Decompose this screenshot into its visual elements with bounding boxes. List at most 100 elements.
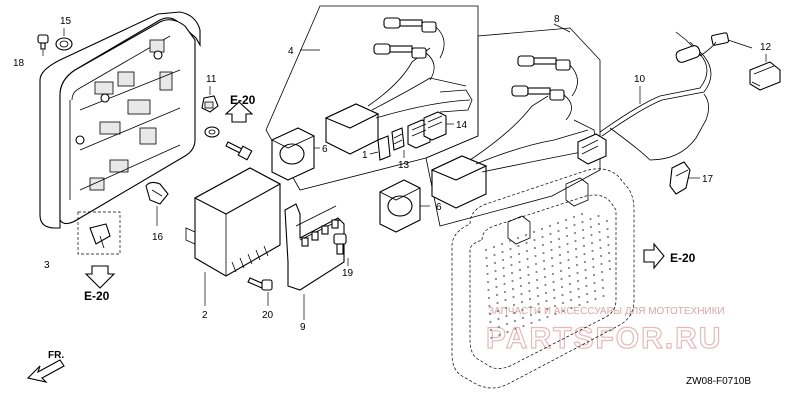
grille-dot [575,255,578,259]
grille-dot [505,314,508,318]
grille-dot [537,310,541,314]
grille-dot [601,286,605,290]
grille-dot [592,273,596,277]
grille-dot [520,292,523,296]
grille-dot [527,273,530,277]
bolt-19-part [333,233,347,255]
callout-12: 12 [760,42,772,53]
grille-dot [512,303,516,307]
washer-part [204,126,220,138]
diagram-code: ZW08-F0710B [686,376,751,387]
grille-dot [513,319,517,323]
grille-dot [590,233,593,237]
grille-dot [600,262,603,266]
grille-dot [549,232,552,236]
grille-dot [486,272,489,276]
grille-dot [504,298,507,302]
grille-dot [590,241,594,245]
grille-dot [592,265,595,269]
grille-dot [576,271,579,275]
grille-dot [593,289,597,293]
callout-18: 18 [13,58,25,69]
grommet-15-part [55,37,73,51]
grille-dot [581,228,585,232]
grille-dot [566,250,570,254]
grille-dot [583,260,587,264]
grille-dot [536,294,540,298]
grille-dot [535,278,539,282]
grille-dot [554,312,557,316]
grille-dot [537,302,540,306]
grille-dot [495,293,499,297]
grille-dot [606,235,610,239]
grille-dot [511,279,514,283]
e20-arrow-right [643,242,665,270]
callout-8: 8 [554,14,560,25]
grille-dot [518,268,522,272]
grille-dot [564,218,568,222]
grille-dot [551,264,554,268]
harness-10-part [577,31,753,165]
grille-dot [528,289,531,293]
bracket-9-part [284,203,345,291]
grille-dot [561,293,564,297]
grille-dot [584,268,587,272]
clamp-17-part [669,161,691,195]
grille-dot [522,324,525,328]
grille-dot [502,274,506,278]
grille-dot [503,290,507,294]
grille-dot [500,242,504,246]
grille-dot [546,315,549,319]
grille-dot [589,217,592,221]
grille-dot [534,254,537,258]
grille-dot [492,245,496,249]
grille-dot [486,280,490,284]
grille-dot [574,239,577,243]
watermark-tagline: ЗАПЧАСТИ И АКСЕССУАРЫ ДЛЯ МОТОТЕХНИКИ [488,306,725,317]
grille-dot [494,277,498,281]
grille-dot [527,281,531,285]
grille-dot [541,235,544,239]
grille-dot [594,297,597,301]
grille-dot [591,249,594,253]
grille-dot [550,256,554,260]
grille-dot [497,325,501,329]
connector-part [699,32,753,57]
grille-dot [545,307,549,311]
grille-dot [530,321,533,325]
grille-dot [552,280,555,284]
grille-dot [573,231,577,235]
grille-dot [489,328,493,332]
grille-dot [485,264,489,268]
grille-dot [557,229,560,233]
e20-arrow-left [84,265,116,289]
grille-dot [584,276,588,280]
callout-13: 13 [398,160,410,171]
front-label: FR. [48,350,64,361]
callout-labels: 18 15 11 3 16 2 20 9 19 4 6 1 13 14 6 8 … [13,14,772,333]
grille-dot [513,311,516,315]
grille-dot [517,244,520,248]
grille-dot [526,257,529,261]
grille-dot [511,287,515,291]
grille-dot [586,300,589,304]
grille-dot [566,242,569,246]
grille-dot [560,285,564,289]
grille-dot [493,261,497,265]
grille-dot [498,333,501,337]
callout-4: 4 [288,46,294,57]
bolt-part [225,141,253,161]
grille-dot [572,215,576,219]
grille-dot [488,312,492,316]
grille-dot [599,254,603,258]
air-cleaner-cover-dashed [451,168,635,389]
coil-assembly-4-group [265,5,479,191]
grille-dot [574,247,578,251]
grille-dot [519,284,523,288]
grille-dot [558,253,562,257]
connector-part [577,133,607,165]
grille-dot [573,223,576,227]
grille-dot [597,222,601,226]
spark-cap-part [383,17,445,59]
grille-dot [567,266,571,270]
